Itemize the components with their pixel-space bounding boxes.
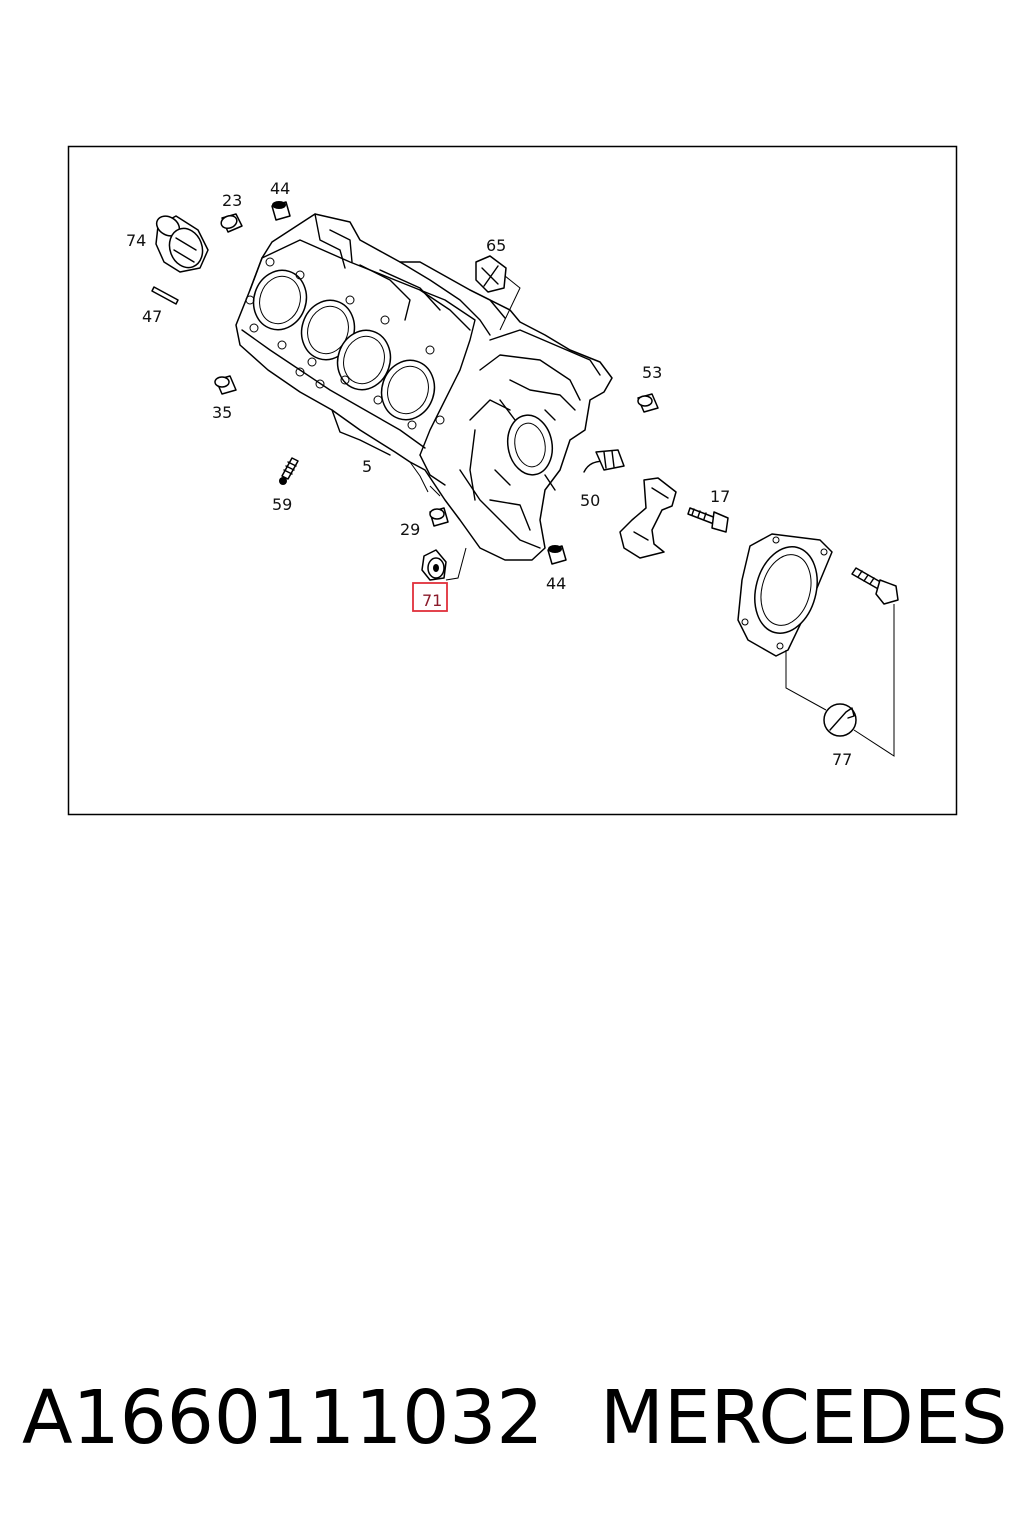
label-5: 5 xyxy=(362,457,372,476)
label-59: 59 xyxy=(272,495,292,514)
diagram-frame xyxy=(67,145,958,816)
brand-name: MERCEDES xyxy=(600,1375,1008,1461)
label-44-bottom: 44 xyxy=(546,574,566,593)
part-71-seal[interactable] xyxy=(421,549,447,581)
part-35-sleeve[interactable] xyxy=(214,375,237,395)
rear-seal-cover[interactable] xyxy=(737,533,833,657)
label-74: 74 xyxy=(126,231,146,250)
part-29-sleeve[interactable] xyxy=(429,507,449,527)
label-65: 65 xyxy=(486,236,506,255)
bearing-bracket[interactable] xyxy=(619,477,677,559)
part-65-bracket[interactable] xyxy=(475,255,507,293)
label-53: 53 xyxy=(642,363,662,382)
part-44-plug-bottom[interactable] xyxy=(547,545,567,565)
label-50: 50 xyxy=(580,491,600,510)
cover-bolt[interactable] xyxy=(851,567,899,605)
part-59-screw[interactable] xyxy=(279,457,299,485)
label-47: 47 xyxy=(142,307,162,326)
part-74-housing[interactable] xyxy=(153,212,209,273)
label-35: 35 xyxy=(212,403,232,422)
label-44-top: 44 xyxy=(270,179,290,198)
label-77: 77 xyxy=(832,750,852,769)
label-29: 29 xyxy=(400,520,420,539)
part-17-bolt[interactable] xyxy=(687,507,729,533)
part-47-pin[interactable] xyxy=(151,286,179,305)
part-labels: 74 23 44 65 47 35 53 5 59 50 17 29 44 71… xyxy=(126,179,852,769)
label-17: 17 xyxy=(710,487,730,506)
part-53-dowel[interactable] xyxy=(637,393,659,413)
highlight-box-71 xyxy=(412,582,448,612)
label-23: 23 xyxy=(222,191,242,210)
part-50-oil-jet[interactable] xyxy=(583,449,625,473)
footer: A1660111032 MERCEDES xyxy=(0,1368,1024,1478)
parts-diagram: 74 23 44 65 47 35 53 5 59 50 17 29 44 71… xyxy=(67,145,958,816)
leader-lines xyxy=(409,275,895,757)
part-number: A1660111032 xyxy=(22,1375,544,1461)
cylinder-bores xyxy=(252,269,436,421)
part-44-plug-top[interactable] xyxy=(271,201,291,221)
tool-symbol-77[interactable] xyxy=(823,703,857,737)
engine-block[interactable] xyxy=(235,213,613,561)
label-71: 71 xyxy=(422,591,442,610)
part-23-sleeve[interactable] xyxy=(219,213,243,233)
